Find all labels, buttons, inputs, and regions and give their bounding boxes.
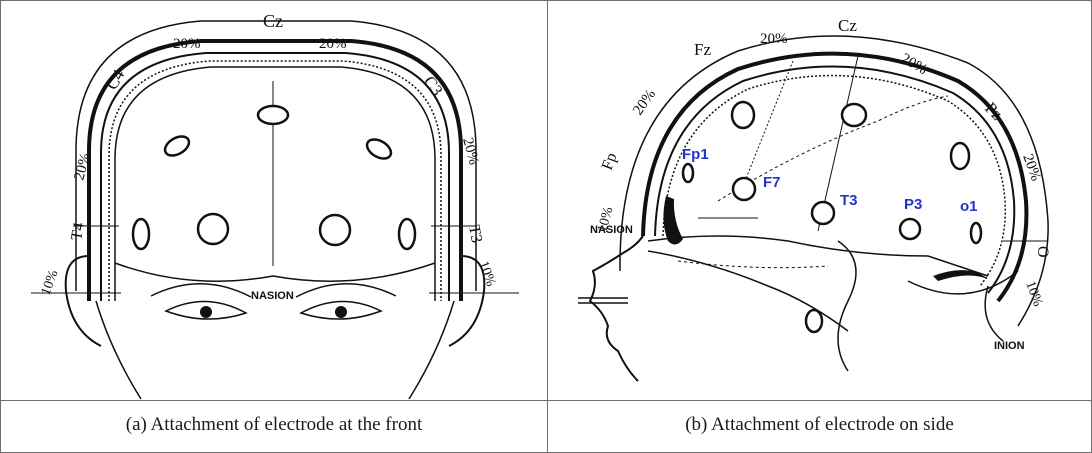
label-fp1: Fp1 xyxy=(682,146,709,163)
label-20-top-right: 20% xyxy=(319,36,347,52)
label-t3: T3 xyxy=(465,224,485,244)
label-20-top-left: 20% xyxy=(173,36,201,52)
electrode-f7 xyxy=(733,178,755,200)
label-inion: INION xyxy=(994,340,1025,352)
front-view-svg: Cz 20% 20% C4 C3 20% 20% T4 T3 10% 10% N… xyxy=(1,1,547,400)
electrode-fz xyxy=(732,102,754,128)
front-view-diagram: Cz 20% 20% C4 C3 20% 20% T4 T3 10% 10% N… xyxy=(1,1,547,400)
label-20-top-c: 20% xyxy=(898,51,930,79)
label-o1: o1 xyxy=(960,198,978,215)
electrode-lower xyxy=(806,310,822,332)
right-pupil xyxy=(335,306,347,318)
label-nasion: NASION xyxy=(251,290,294,302)
label-c3: C3 xyxy=(420,72,447,99)
label-o: O xyxy=(1034,246,1051,258)
label-f7: F7 xyxy=(763,174,781,191)
label-t3: T3 xyxy=(840,192,858,209)
label-cz: Cz xyxy=(838,16,857,35)
electrode-cz xyxy=(258,106,288,124)
label-fz: Fz xyxy=(694,40,711,59)
label-20-left: 20% xyxy=(630,87,659,119)
side-view-diagram: Fz 20% Cz 20% 20% Pz 20% Fp 10% O 10% Fp… xyxy=(548,1,1091,400)
electrode-p3 xyxy=(900,219,920,239)
electrode-t3 xyxy=(399,219,415,249)
electrode-c3 xyxy=(320,215,350,245)
electrode-fp1 xyxy=(683,164,693,182)
caption-front: (a) Attachment of electrode at the front xyxy=(1,414,547,436)
label-20-top-a: 20% xyxy=(760,31,788,47)
label-fp: Fp xyxy=(599,151,621,173)
label-nasion: NASION xyxy=(590,224,633,236)
caption-side: (b) Attachment of electrode on side xyxy=(548,414,1091,436)
nasion-dark-mark xyxy=(663,196,683,245)
left-pupil xyxy=(200,306,212,318)
inion-dark-mark xyxy=(933,270,988,281)
electrode-cz xyxy=(842,104,866,126)
side-view-svg: Fz 20% Cz 20% 20% Pz 20% Fp 10% O 10% Fp… xyxy=(548,1,1091,400)
electrode-pz xyxy=(951,143,969,169)
label-10-right: 10% xyxy=(475,259,498,289)
electrode-t4 xyxy=(133,219,149,249)
label-cz: Cz xyxy=(263,11,283,31)
label-t4: T4 xyxy=(68,221,88,241)
electrode-c4-upper xyxy=(162,133,193,160)
label-p3: P3 xyxy=(904,196,922,213)
electrode-c3-upper xyxy=(364,136,395,163)
table-divider xyxy=(0,400,1092,401)
label-10-right: 10% xyxy=(1022,279,1045,309)
electrode-c4 xyxy=(198,214,228,244)
electrode-t3 xyxy=(812,202,834,224)
electrode-o1 xyxy=(971,223,981,243)
